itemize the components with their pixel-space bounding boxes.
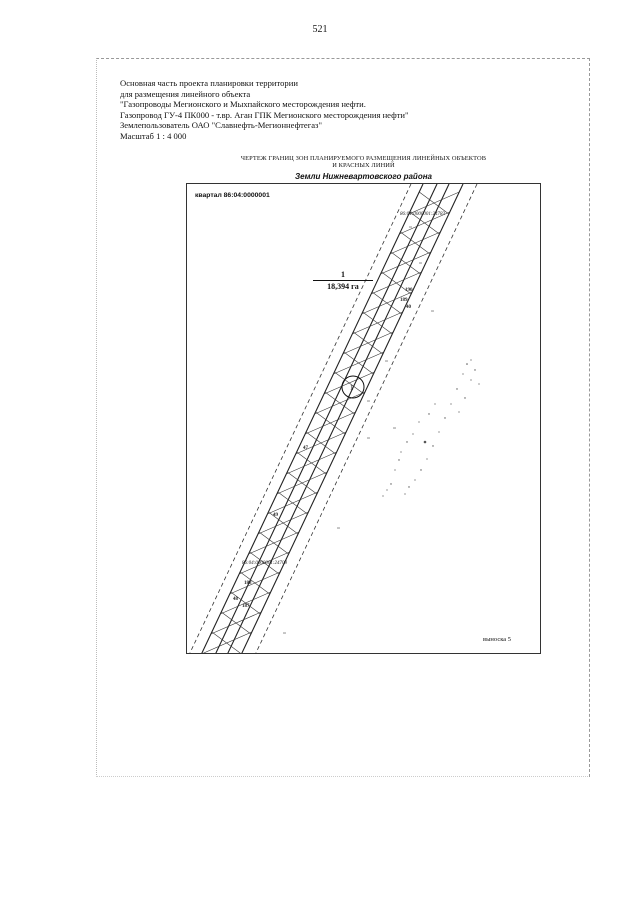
area-marker-circle	[341, 375, 365, 399]
svg-text:ш: ш	[283, 630, 286, 635]
header-line: Основная часть проекта планировки террит…	[120, 78, 298, 88]
hatch-line	[286, 451, 337, 475]
area-number: 1	[341, 270, 345, 279]
svg-text:ш: ш	[409, 224, 412, 229]
hatch-line	[203, 631, 252, 653]
header-line: Масштаб 1 : 4 000	[120, 130, 187, 141]
corridor-left-edge	[201, 184, 424, 653]
page-number: 521	[312, 24, 328, 35]
header-line: Землепользователь ОАО "Славнефть-Мегионн…	[120, 120, 322, 131]
drawing-subtitle: Земли Нижневартовского района	[295, 172, 432, 181]
kvartal-label: квартал 86:04:0000001	[195, 192, 270, 199]
point-label: 47	[303, 446, 308, 451]
terrain-dots	[382, 359, 480, 497]
hatch-line	[229, 571, 281, 595]
cadastral-number-top: 86:04:0000001:24783	[400, 212, 445, 217]
page-frame-bottom	[96, 776, 588, 777]
svg-text:ш: ш	[431, 308, 434, 313]
point-label: 189	[400, 298, 408, 303]
point-label: 48	[233, 597, 238, 602]
area-marker-number: 1	[350, 384, 354, 392]
area-value: 18,394 га	[313, 280, 373, 291]
map-drawing: 1 ш ш ш ш ш ш ш ш ш квартал 86:04:0000001 1 18…	[186, 183, 541, 654]
terrain-symbols: ш ш ш ш ш ш ш ш ш	[283, 224, 434, 635]
drawing-title-line: ЧЕРТЕЖ ГРАНИЦ ЗОН ПЛАНИРУЕМОГО РАЗМЕЩЕНИ…	[240, 155, 487, 162]
hatch-line	[257, 511, 309, 535]
cadastral-number-bottom: 86:04:0000001:24708	[242, 561, 287, 566]
hatch-line	[248, 531, 300, 555]
document-header: Основная часть проекта планировки террит…	[120, 78, 409, 142]
svg-text:ш: ш	[337, 525, 340, 530]
corridor-inner-right	[227, 184, 450, 653]
header-line: Газопровод ГУ-4 ПК000 - т.вр. Аган ГПК М…	[120, 109, 409, 120]
svg-text:ш: ш	[367, 435, 370, 440]
point-label: 49	[273, 513, 278, 518]
hatch-line	[361, 291, 413, 315]
hatch-line	[333, 351, 384, 375]
hatch-line	[323, 371, 375, 395]
hatch-line	[408, 191, 460, 215]
point-label: 188	[244, 581, 252, 586]
header-line: "Газопроводы Мегионского и Мыхпайского м…	[120, 99, 366, 110]
hatch-line	[295, 431, 347, 455]
vynoska-label: выноска 5	[483, 636, 512, 643]
svg-text:ш: ш	[393, 425, 396, 430]
point-label: 40	[406, 305, 411, 310]
page-frame	[96, 58, 590, 777]
hatch-line	[276, 471, 328, 495]
pipeline-corridor	[189, 184, 478, 653]
drawing-title: ЧЕРТЕЖ ГРАНИЦ ЗОН ПЛАНИРУЕМОГО РАЗМЕЩЕНИ…	[186, 155, 541, 170]
svg-text:ш: ш	[367, 398, 370, 403]
drawing-title-line: И КРАСНЫХ ЛИНИЙ	[332, 162, 395, 170]
zone-right-dashed	[255, 184, 478, 653]
hatch-line	[342, 331, 394, 355]
hatch-line	[267, 491, 318, 515]
header-line: для размещения линейного объекта	[120, 88, 251, 99]
hatch-line	[399, 211, 450, 235]
hatch-line	[220, 591, 271, 615]
hatch-line	[305, 411, 356, 435]
hatch-line	[239, 551, 290, 575]
hatch-line	[352, 311, 403, 335]
hatch-line	[371, 271, 422, 295]
map-graphics: 1 ш ш ш ш ш ш ш ш ш	[189, 184, 480, 653]
hatch-line	[389, 231, 441, 255]
zone-left-dashed	[189, 184, 412, 653]
corridor-right-edge	[241, 184, 464, 653]
hatch-line	[210, 611, 262, 635]
corridor-hatching	[203, 191, 460, 653]
svg-text:ш: ш	[385, 358, 388, 363]
hatch-line	[380, 251, 432, 275]
point-label: 190	[405, 288, 413, 293]
point-label: 187	[242, 604, 250, 609]
hatch-line	[314, 391, 366, 415]
svg-text:ш: ш	[419, 260, 422, 265]
